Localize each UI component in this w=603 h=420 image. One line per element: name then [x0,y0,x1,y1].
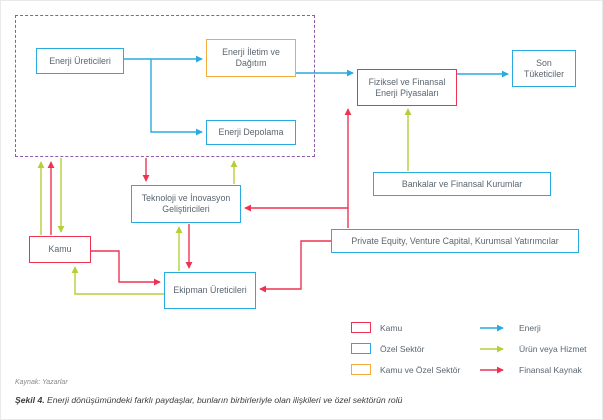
legend-arrow-enerji-icon [480,324,504,331]
node-son-tuketiciler: Son Tüketiciler [512,50,576,87]
legend-arrow-urun-veya-hizmet-icon [480,345,504,352]
legend-swatch-kamu [351,322,371,333]
legend-label-kamu: Kamu [380,322,403,333]
legend-label-urun-veya-hizmet: Ürün veya Hizmet [519,343,587,354]
legend-swatch-kamu-ve-ozel-sektor [351,364,371,375]
legend-row-kamu: Kamu [351,317,460,338]
legend-label-enerji: Enerji [519,322,541,333]
node-ekipman-ureticileri: Ekipman Üreticileri [164,272,256,309]
uretim-grubu-frame [15,15,315,157]
node-private-equity: Private Equity, Venture Capital, Kurumsa… [331,229,579,253]
node-enerji-depolama: Enerji Depolama [206,120,296,145]
legend-row-ozel-sektor: Özel Sektör [351,338,460,359]
figure-caption-text: Enerji dönüşümündeki farklı paydaşlar, b… [44,395,403,405]
arrow-ekipman-to-kamu-hizmet [71,266,164,295]
node-fiziksel-ve-finansal-enerji-piyasalari: Fiziksel ve Finansal Enerji Piyasaları [357,69,457,106]
node-enerji-ureticileri: Enerji Üreticileri [36,48,124,74]
arrow-private-equity-to-ekipman-finans [259,240,331,293]
legend-arrow-finansal-kaynak-icon [480,366,504,373]
figure-caption: Şekil 4. Enerji dönüşümündeki farklı pay… [15,395,402,405]
legend-row-urun-veya-hizmet: Ürün veya Hizmet [479,338,587,359]
node-bankalar-ve-finansal-kurumlar: Bankalar ve Finansal Kurumlar [373,172,551,196]
legend-label-kamu-ve-ozel-sektor: Kamu ve Özel Sektör [380,364,461,375]
legend-row-finansal-kaynak: Finansal Kaynak [479,359,587,380]
arrow-kamu-to-ekipman-finans [91,250,161,286]
legend-row-kamu-ve-ozel-sektor: Kamu ve Özel Sektör [351,359,460,380]
legend-swatch-ozel-sektor [351,343,371,354]
node-kamu: Kamu [29,236,91,263]
legend-boxes: Kamu Özel Sektör Kamu ve Özel Sektör [351,317,460,380]
node-enerji-iletim-ve-dagitim: Enerji İletim ve Dağıtım [206,39,296,77]
legend-arrows: Enerji Ürün veya Hizmet [479,317,587,380]
figure-caption-label: Şekil 4. [15,395,45,405]
legend-label-finansal-kaynak: Finansal Kaynak [519,364,582,375]
source-note: Kaynak: Yazarlar [15,379,68,386]
node-teknoloji-ve-inovasyon-gelistiricileri: Teknoloji ve İnovasyon Geliştiricileri [131,185,241,223]
legend-row-enerji: Enerji [479,317,587,338]
legend-label-ozel-sektor: Özel Sektör [380,343,425,354]
